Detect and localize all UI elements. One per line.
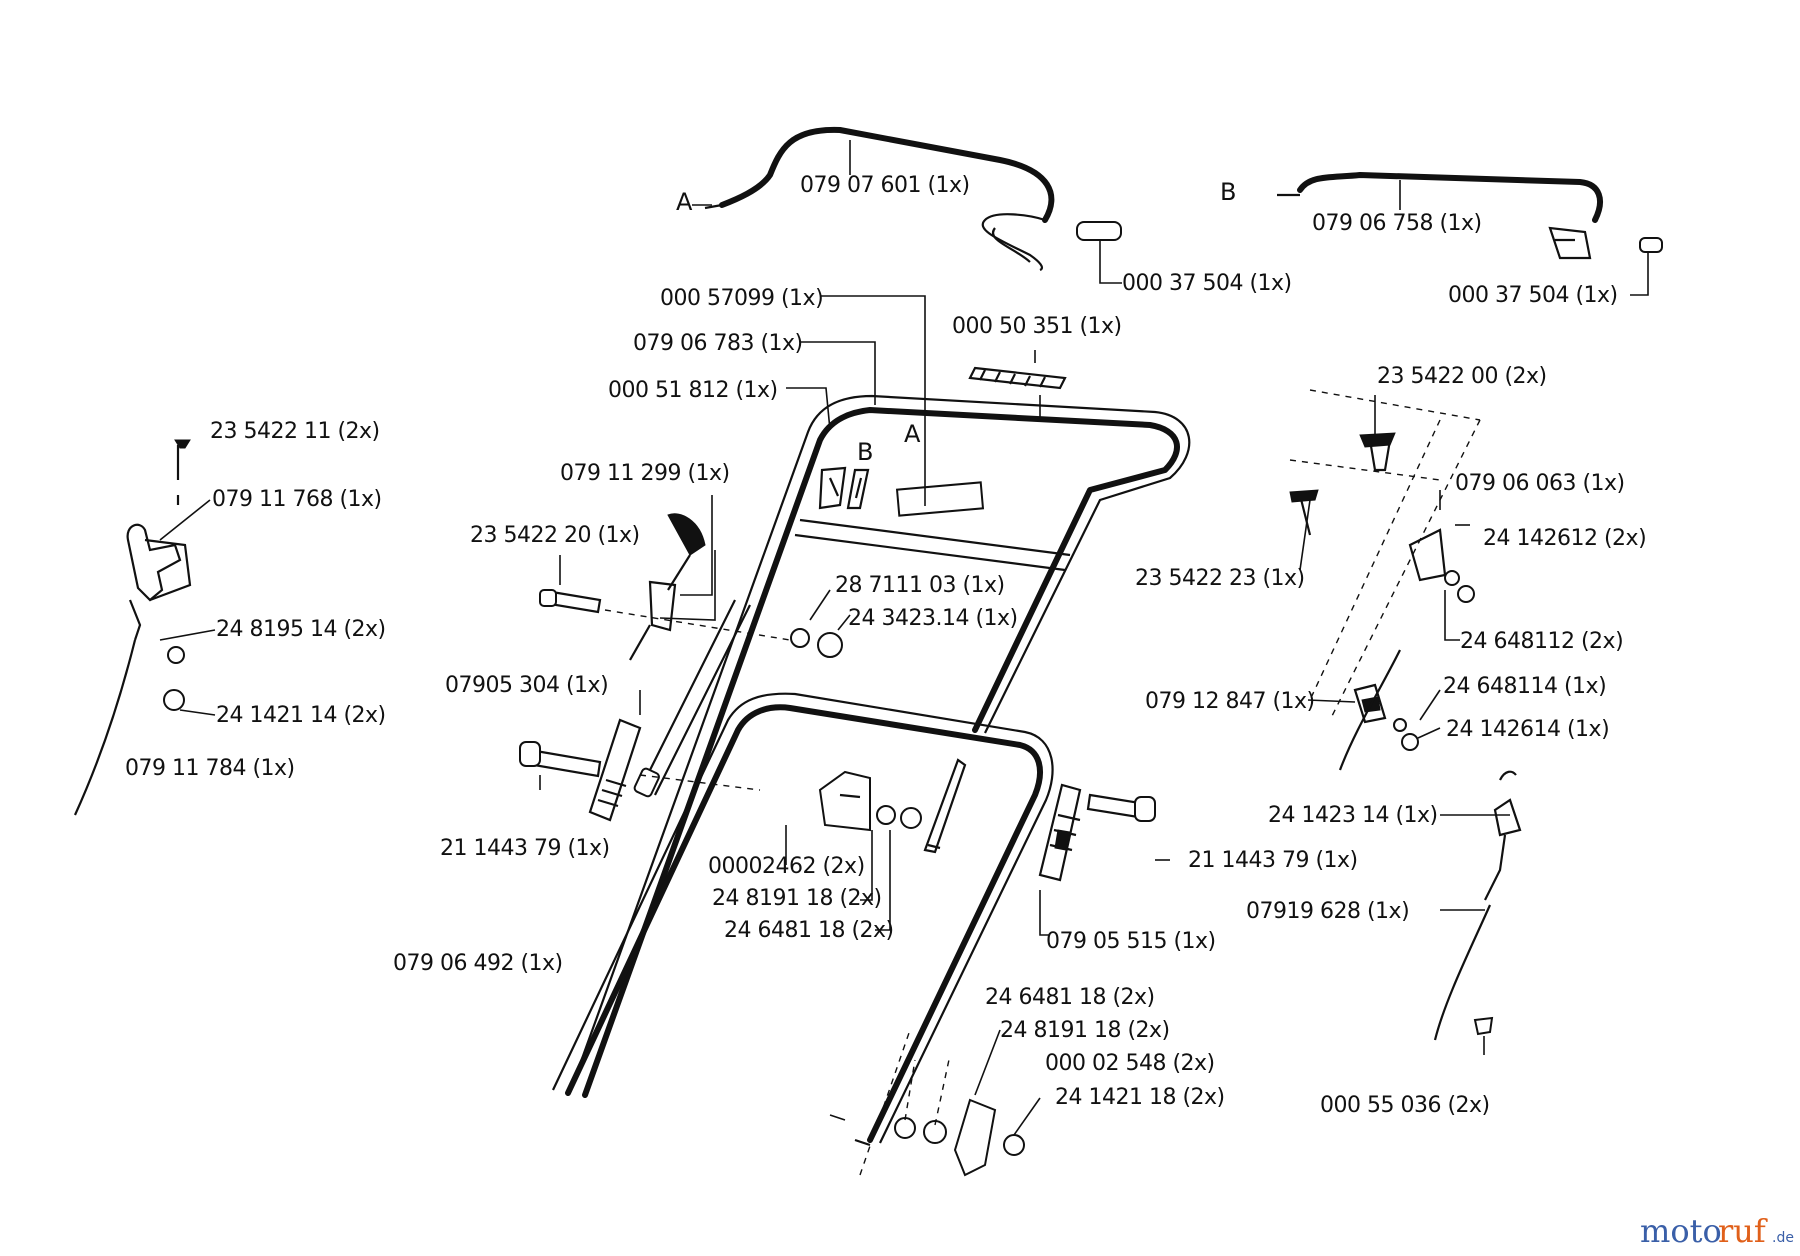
upper-handle-b (1277, 172, 1663, 296)
label-07905304: 07905 304 (1x) (445, 673, 608, 698)
center-shaft (859, 758, 967, 1176)
upper-handle-a (692, 126, 1055, 272)
label-21144379-left: 21 1443 79 (1x) (440, 836, 610, 861)
cable-clip (1473, 1016, 1494, 1055)
label-00002462: 00002462 (2x) (708, 854, 865, 879)
label-07911768: 079 11 768 (1x) (212, 487, 382, 512)
label-24648118-b: 24 6481 18 (2x) (985, 985, 1155, 1010)
watermark-part1: moto (1640, 1212, 1722, 1250)
label-00037504-b: 000 37 504 (1x) (1448, 283, 1618, 308)
cable-connector-right (1307, 649, 1441, 771)
lower-frame-tube-left (633, 599, 751, 798)
label-24648118-a: 24 6481 18 (2x) (724, 918, 894, 943)
washer-nut-set-upper (790, 589, 851, 658)
label-23542223: 23 5422 23 (1x) (1135, 566, 1305, 591)
mark-a-frame: A (904, 420, 921, 448)
label-00050351: 000 50 351 (1x) (952, 314, 1122, 339)
mark-b-top: B (1220, 178, 1236, 206)
mark-a-top: A (676, 188, 693, 216)
label-23542211: 23 5422 11 (2x) (210, 419, 380, 444)
label-24142114: 24 1421 14 (2x) (216, 703, 386, 728)
label-07906783: 079 06 783 (1x) (633, 331, 803, 356)
label-07911784: 079 11 784 (1x) (125, 756, 295, 781)
watermark-logo: moto ruf .de (1640, 1212, 1794, 1250)
mark-b-frame: B (857, 438, 873, 466)
spacer-sleeve-a (1076, 221, 1122, 284)
label-07919628: 07919 628 (1x) (1246, 899, 1409, 924)
cable-right (1433, 770, 1522, 1041)
label-24142118: 24 1421 18 (2x) (1055, 1085, 1225, 1110)
quick-release-right (1038, 783, 1170, 936)
lower-handle (552, 692, 1054, 1147)
label-24342314: 24 3423.14 (1x) (848, 606, 1018, 631)
throttle-lever-assembly (73, 439, 216, 816)
label-07906063: 079 06 063 (1x) (1455, 471, 1625, 496)
watermark-suffix: .de (1772, 1230, 1794, 1246)
clamp-block-center (785, 770, 922, 931)
part-labels: 079 07 601 (1x) 079 06 758 (1x) 000 37 5… (125, 173, 1647, 1118)
quick-release-left (519, 690, 761, 822)
label-07906492: 079 06 492 (1x) (393, 951, 563, 976)
label-00055036: 000 55 036 (2x) (1320, 1093, 1490, 1118)
choke-lever (629, 495, 713, 661)
label-28711103: 28 7111 03 (1x) (835, 573, 1005, 598)
label-24142614: 24 142614 (1x) (1446, 717, 1609, 742)
label-07912847: 079 12 847 (1x) (1145, 689, 1315, 714)
watermark-part2: ruf (1718, 1212, 1768, 1250)
label-24819118-b: 24 8191 18 (2x) (1000, 1018, 1170, 1043)
label-07911299: 079 11 299 (1x) (560, 461, 730, 486)
label-00057099: 000 57099 (1x) (660, 286, 823, 311)
label-00002548: 000 02 548 (2x) (1045, 1051, 1215, 1076)
label-24142612: 24 142612 (2x) (1483, 526, 1646, 551)
decal-strip (968, 350, 1067, 420)
label-23542200: 23 5422 00 (2x) (1377, 364, 1547, 389)
label-23542220: 23 5422 20 (1x) (470, 523, 640, 548)
label-24142314: 24 1423 14 (1x) (1268, 803, 1438, 828)
bottom-knob-set (829, 1029, 1041, 1177)
label-24819514: 24 8195 14 (2x) (216, 617, 386, 642)
right-bracket-assembly (1289, 389, 1481, 721)
label-00037504-a: 000 37 504 (1x) (1122, 271, 1292, 296)
label-00051812: 000 51 812 (1x) (608, 378, 778, 403)
bolt-23542220 (539, 555, 791, 641)
label-21144379-right: 21 1443 79 (1x) (1188, 848, 1358, 873)
label-24819118-a: 24 8191 18 (2x) (712, 886, 882, 911)
label-07905515: 079 05 515 (1x) (1046, 929, 1216, 954)
label-24648114: 24 648114 (1x) (1443, 674, 1606, 699)
label-07907601: 079 07 601 (1x) (800, 173, 970, 198)
label-24648112: 24 648112 (2x) (1460, 629, 1623, 654)
label-07906758: 079 06 758 (1x) (1312, 211, 1482, 236)
